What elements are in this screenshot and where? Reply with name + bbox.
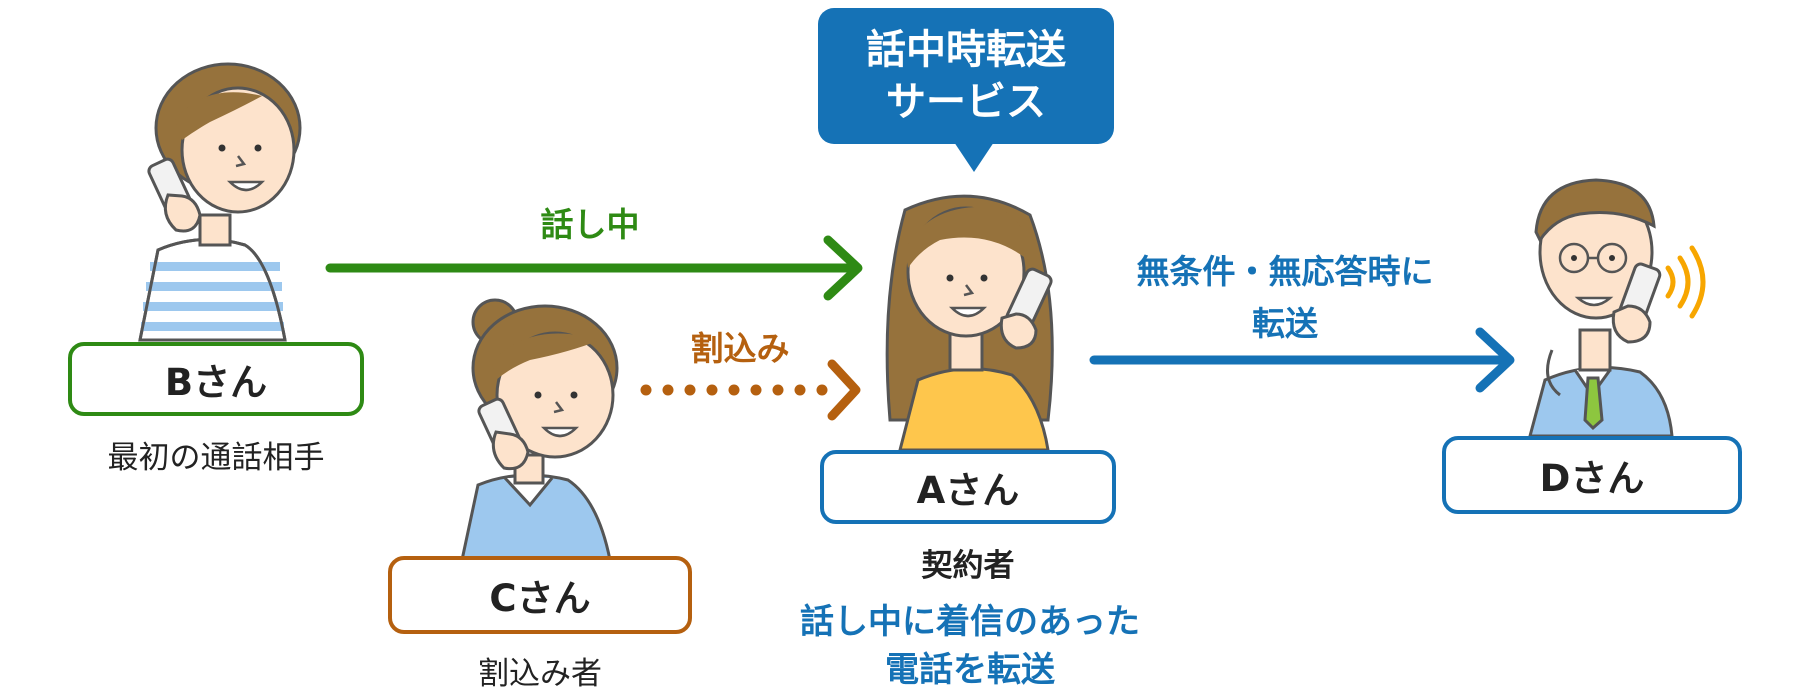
person-a-note-line2: 電話を転送 — [885, 650, 1055, 690]
person-b-figure — [138, 62, 302, 342]
person-c-namebox: Cさん — [388, 556, 692, 634]
person-a-note-line1: 話し中に着信のあった — [800, 602, 1140, 642]
person-c-caption: 割込み者 — [478, 656, 602, 692]
person-a-namebox: Aさん — [820, 450, 1116, 524]
forward-label-line2: 転送 — [1252, 304, 1318, 343]
forward-label-line1: 無条件・無応答時に — [1136, 252, 1434, 291]
person-b-caption: 最初の通話相手 — [107, 440, 325, 476]
person-c-figure — [460, 298, 619, 562]
service-title-line1: 話中時転送 — [866, 27, 1066, 73]
interrupt-arrow — [640, 359, 861, 421]
person-a-figure — [885, 194, 1054, 452]
forward-label: 無条件・無応答時に 転送 — [1090, 246, 1480, 350]
ringing-waves-icon — [1665, 245, 1706, 319]
interrupt-label: 割込み — [690, 329, 790, 368]
service-title-line2: サービス — [886, 79, 1046, 125]
busy-arrow — [325, 235, 863, 301]
busy-label: 話し中 — [540, 205, 640, 244]
service-callout-pointer — [954, 142, 994, 172]
person-d-namebox: Dさん — [1442, 436, 1742, 514]
forward-arrow — [1089, 327, 1515, 393]
person-d-figure — [1528, 178, 1674, 438]
person-a-caption: 契約者 — [921, 548, 1015, 584]
person-b-namebox: Bさん — [68, 342, 364, 416]
service-callout: 話中時転送 サービス — [818, 8, 1114, 144]
person-a-note: 話し中に着信のあった 電話を転送 — [780, 598, 1160, 694]
